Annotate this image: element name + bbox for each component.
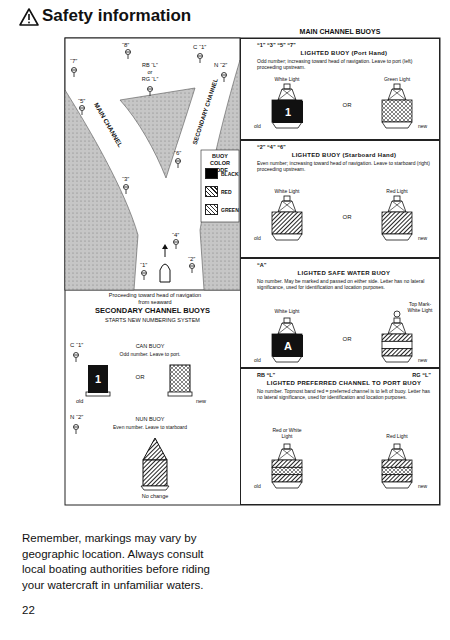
warning-icon bbox=[20, 9, 38, 25]
label: White Light bbox=[267, 76, 307, 82]
buoy-section: “2” “4” “6”LIGHTED BUOY (Starboard Hand)… bbox=[240, 140, 440, 258]
buoy-section: RB “L”RG “L”LIGHTED PREFERRED CHANNEL TO… bbox=[240, 368, 440, 505]
section-title: LIGHTED SAFE WATER BUOY bbox=[257, 269, 431, 277]
page-title: Safety information bbox=[42, 5, 191, 26]
label: or bbox=[135, 69, 165, 76]
buoy-markers bbox=[72, 50, 227, 435]
section-description: No number. May be marked and passed on e… bbox=[257, 278, 431, 291]
legend-text: GREEN bbox=[221, 207, 239, 213]
buoy-body: 1 bbox=[273, 101, 303, 123]
label: new bbox=[418, 483, 434, 489]
section-title: LIGHTED BUOY (Starboard Hand) bbox=[257, 151, 431, 159]
label: Red Light bbox=[377, 188, 417, 194]
label: old bbox=[76, 398, 92, 405]
buoy-number: 1 bbox=[95, 373, 101, 385]
label: SECONDARY CHANNEL BUOYS bbox=[65, 306, 240, 315]
label: “1” bbox=[140, 262, 152, 270]
label: “2” bbox=[188, 256, 200, 264]
label: 22 bbox=[22, 603, 52, 617]
label: old bbox=[254, 357, 270, 363]
label: new bbox=[418, 235, 434, 241]
label: N “2” bbox=[70, 414, 92, 422]
label: new bbox=[418, 123, 434, 129]
section-code: RB “L” bbox=[257, 372, 431, 379]
section-description: Odd number; increasing toward head of na… bbox=[257, 58, 431, 71]
section-title: LIGHTED BUOY (Port Hand) bbox=[257, 49, 431, 57]
label: “6” bbox=[174, 150, 186, 158]
section-code: “1” “3” “5” “7” bbox=[257, 42, 431, 49]
buoy-body: 1 bbox=[88, 365, 108, 393]
label: Odd number. Leave to port. bbox=[100, 351, 200, 357]
section-description: No number. Topmost band red = preferred … bbox=[257, 388, 431, 401]
label: old bbox=[254, 123, 270, 129]
label: No change bbox=[130, 493, 180, 500]
legend-text: BLACK bbox=[221, 171, 239, 177]
label: OR bbox=[337, 336, 357, 344]
label: old bbox=[254, 235, 270, 241]
label: “4” bbox=[172, 232, 184, 240]
label: OR bbox=[337, 102, 357, 110]
section-title: LIGHTED PREFERRED CHANNEL TO PORT BUOY bbox=[257, 379, 431, 387]
label: NUN BUOY bbox=[115, 416, 185, 423]
label: OR bbox=[337, 214, 357, 222]
label: old bbox=[254, 483, 270, 489]
buoy-body: A bbox=[273, 335, 303, 357]
label: C “1” bbox=[193, 44, 213, 52]
label: Proceeding toward head of navigation fro… bbox=[105, 292, 205, 306]
section-description: Even number; increasing toward head of n… bbox=[257, 160, 431, 173]
label: Red Light bbox=[377, 433, 417, 439]
label: White Light bbox=[267, 188, 307, 194]
label: new bbox=[418, 357, 434, 363]
legend-text: RED bbox=[221, 189, 232, 195]
label: C “1” bbox=[70, 342, 92, 350]
label: Green Light bbox=[377, 76, 417, 82]
label: CAN BUOY bbox=[115, 343, 185, 350]
label: “5” bbox=[78, 98, 90, 106]
figure-frame bbox=[65, 38, 440, 505]
label: new bbox=[196, 398, 212, 405]
label: MAIN CHANNEL BUOYS bbox=[240, 28, 440, 37]
label: White Light bbox=[267, 308, 307, 314]
legend-swatch bbox=[205, 186, 218, 197]
label: RG “L” bbox=[135, 76, 165, 83]
section-code: “A” bbox=[257, 262, 431, 269]
channel-map bbox=[65, 38, 240, 290]
label: RB “L” bbox=[135, 62, 165, 69]
legend-swatch bbox=[205, 168, 218, 179]
label: “7” bbox=[70, 58, 82, 66]
label: Remember, markings may vary by geographi… bbox=[22, 531, 222, 593]
label: OR bbox=[130, 374, 150, 382]
legend-swatch bbox=[205, 204, 218, 215]
label: STARTS NEW NUMBERING SYSTEM bbox=[65, 317, 240, 324]
buoy-section: “1” “3” “5” “7”LIGHTED BUOY (Port Hand)O… bbox=[240, 38, 440, 140]
buoy-number: A bbox=[284, 340, 292, 352]
label: Even number. Leave to starboard bbox=[90, 424, 210, 430]
label: “3” bbox=[122, 176, 134, 184]
label: Top Mark- White Light bbox=[402, 301, 438, 314]
label: N “2” bbox=[214, 62, 234, 70]
section-code: “2” “4” “6” bbox=[257, 144, 431, 151]
section-code: RG “L” bbox=[412, 372, 431, 379]
label: “8” bbox=[122, 42, 134, 50]
label: Red or White Light bbox=[267, 427, 307, 440]
buoy-number: 1 bbox=[285, 106, 291, 118]
